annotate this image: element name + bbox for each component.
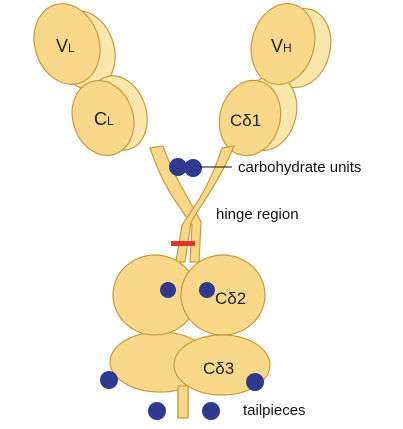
tailpieces-label: tailpieces (243, 402, 306, 419)
cl-label: CL (94, 109, 114, 129)
vl-domain (33, 3, 101, 85)
right-hinge-strand (175, 145, 235, 263)
right-arm (218, 2, 332, 157)
cd2-right-domain (180, 254, 266, 336)
carbohydrate-unit (199, 282, 215, 298)
vh-label: VH (271, 36, 292, 56)
cd1-domain (218, 79, 282, 157)
carbohydrate-unit (169, 158, 187, 176)
tailpiece (177, 385, 189, 419)
cl-domain (71, 80, 135, 156)
cd1-label: Cδ1 (230, 111, 261, 130)
carbohydrate-unit (100, 371, 118, 389)
carbohydrate-units (100, 158, 264, 420)
fc-region (109, 254, 271, 419)
hinge-region-label: hinge region (216, 206, 299, 223)
carbohydrate-units-label: carbohydrate units (238, 159, 361, 176)
carbohydrate-unit (246, 373, 264, 391)
vh-domain (250, 2, 316, 86)
carbohydrate-unit (202, 402, 220, 420)
carbohydrate-unit (184, 159, 202, 177)
disulfide-bond (171, 241, 195, 246)
vl-label: VL (56, 36, 75, 56)
left-arm (33, 3, 148, 156)
carbohydrate-unit (148, 402, 166, 420)
cd2-label: Cδ2 (215, 289, 246, 308)
cd3-label: Cδ3 (203, 359, 234, 378)
carbohydrate-unit (160, 282, 176, 298)
